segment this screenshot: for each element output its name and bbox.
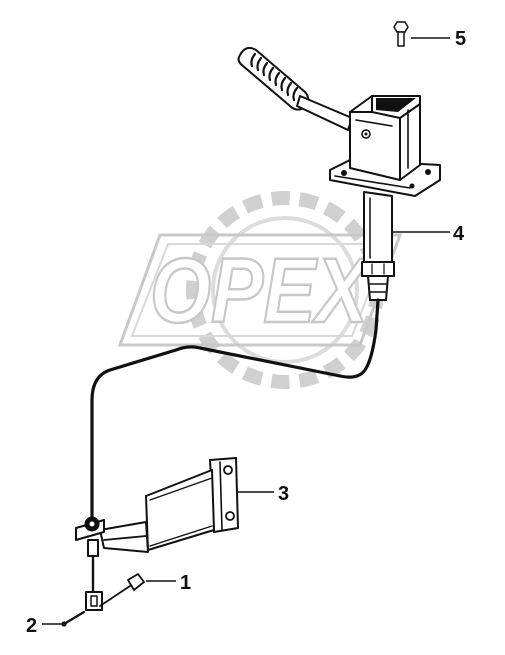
part-2-pin — [61, 610, 86, 627]
callout-1: 1 — [180, 572, 191, 594]
opex-watermark: OPEX — [117, 191, 403, 389]
switch-housing — [329, 95, 441, 197]
cable-end-fitting — [85, 539, 103, 611]
callout-4: 4 — [453, 223, 465, 245]
part-5-bolt — [393, 21, 409, 47]
callout-3: 3 — [278, 483, 289, 505]
cable-clamp — [75, 516, 105, 541]
callout-5: 5 — [455, 28, 466, 50]
cable — [90, 298, 380, 527]
part-3-bracket — [99, 457, 239, 553]
lever-handle — [237, 46, 353, 131]
part-4-shaft — [361, 191, 395, 301]
watermark-frame — [117, 233, 403, 347]
watermark-text: OPEX — [150, 240, 372, 342]
callout-2: 2 — [26, 615, 37, 637]
part-1-clip — [99, 573, 145, 607]
